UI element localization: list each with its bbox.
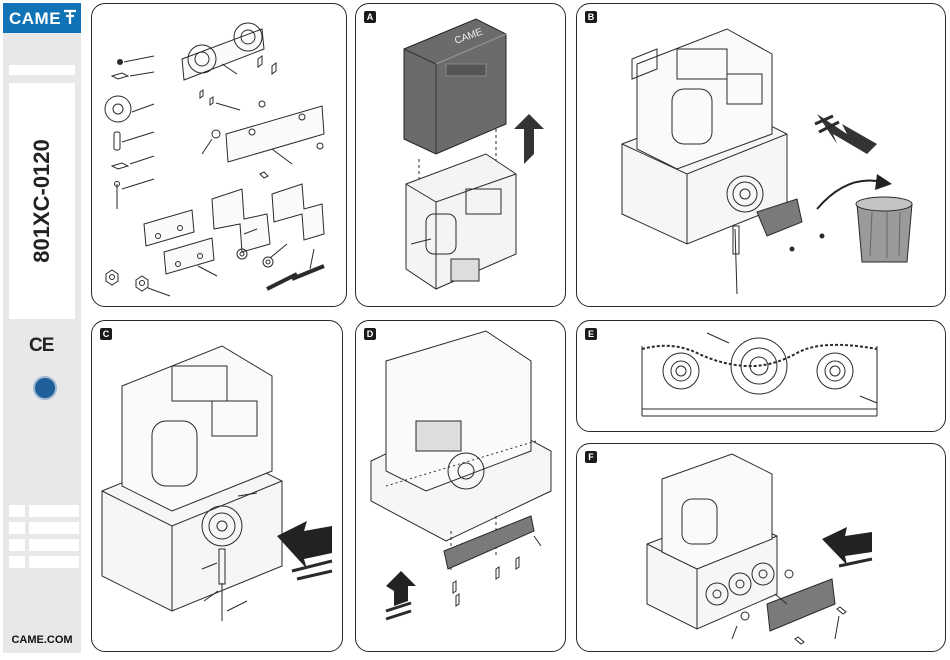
panel-parts-kit: [91, 3, 347, 307]
brand-header: CAME: [3, 3, 81, 33]
waste-bin-icon: [856, 197, 912, 262]
insert-arrow-icon: [277, 521, 332, 579]
document-code-box: 801XC-0120: [9, 83, 75, 319]
panel-D-underside-plate: D: [355, 320, 566, 652]
hex-nuts: [106, 270, 148, 291]
motor-assembly: [102, 346, 282, 611]
panel-A-cover-removal: A CAME: [355, 3, 566, 307]
sidebar: CAME 801XC-0120 CE CAME.COM: [3, 3, 81, 653]
parts-illustration: [92, 4, 346, 306]
panel-F-plate-mount: F: [576, 443, 946, 652]
motor-underside: [371, 331, 551, 541]
insert-arrow-icon: [822, 527, 872, 566]
base-plate: [642, 346, 877, 416]
language-row: [9, 556, 79, 568]
idler-gear-right: [817, 353, 853, 389]
panel-C-gear-install: C: [91, 320, 343, 652]
gear-plate: [182, 23, 264, 80]
mounting-plate: [226, 106, 324, 162]
underside-plate-illustration: [356, 321, 565, 651]
panel-B-gear-removal: B: [576, 3, 946, 307]
cover-removal-illustration: CAME: [356, 4, 565, 306]
gear-removal-illustration: [577, 4, 945, 306]
idler-gear-left: [663, 353, 699, 389]
spacer-block-2: [164, 238, 214, 274]
threaded-rods: [267, 266, 324, 289]
angle-bracket-right: [272, 184, 324, 240]
came-logo-icon: [63, 8, 77, 26]
angle-bracket-left: [212, 189, 270, 252]
document-code: 801XC-0120: [29, 139, 55, 263]
website-link[interactable]: CAME.COM: [3, 627, 81, 653]
chain-routing-illustration: [577, 321, 945, 431]
plate-mount-illustration: [577, 444, 945, 651]
motor-assembly: [647, 454, 777, 629]
up-arrow-icon: [514, 114, 544, 164]
language-row: [9, 522, 79, 534]
certification-seal-icon: [33, 376, 57, 400]
gear-install-illustration: [92, 321, 342, 651]
panel-E-chain-routing: E: [576, 320, 946, 432]
up-arrow-icon: [386, 571, 416, 619]
motor-cover: CAME: [404, 19, 506, 154]
removal-arrow-icon: [815, 114, 877, 154]
language-row: [9, 539, 79, 551]
brand-logo: CAME: [9, 9, 61, 29]
motor-body: [406, 154, 516, 289]
small-sprocket: [105, 96, 131, 122]
blank-field: [9, 65, 75, 75]
language-row: [9, 505, 79, 517]
ce-mark: CE: [29, 335, 53, 357]
spacer-block-1: [144, 210, 194, 246]
